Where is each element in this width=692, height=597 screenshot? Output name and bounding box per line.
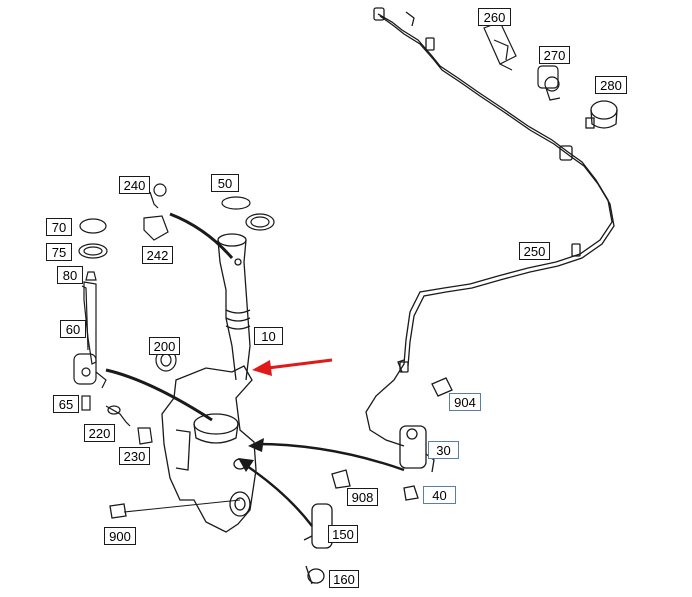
part-label-230[interactable]: 230 — [119, 447, 150, 465]
part-label-30[interactable]: 30 — [428, 441, 459, 459]
washer-fluid-reservoir — [161, 365, 257, 533]
part-label-270[interactable]: 270 — [539, 46, 570, 64]
clip-270 — [537, 65, 561, 101]
arrowhead-lower — [238, 458, 254, 472]
filler-neck — [217, 233, 251, 381]
clip-280 — [585, 100, 618, 129]
part-label-220[interactable]: 220 — [84, 424, 115, 442]
highlight-arrow — [252, 358, 333, 376]
wiring-harness — [365, 7, 615, 447]
part-label-75[interactable]: 75 — [46, 243, 72, 261]
part-label-260[interactable]: 260 — [478, 8, 511, 26]
leader-lines — [105, 212, 405, 527]
part-label-908[interactable]: 908 — [347, 488, 378, 506]
part-label-10[interactable]: 10 — [254, 327, 283, 345]
part-label-60[interactable]: 60 — [60, 320, 86, 338]
part-label-65[interactable]: 65 — [53, 395, 79, 413]
small-parts — [73, 183, 275, 445]
part-label-240[interactable]: 240 — [119, 176, 150, 194]
part-label-904[interactable]: 904 — [449, 393, 481, 411]
washer-pumps — [109, 377, 453, 585]
part-label-160[interactable]: 160 — [329, 570, 359, 588]
part-label-200[interactable]: 200 — [149, 337, 180, 355]
part-label-80[interactable]: 80 — [57, 266, 83, 284]
part-label-70[interactable]: 70 — [46, 218, 72, 236]
part-label-50[interactable]: 50 — [211, 174, 239, 192]
clip-260 — [483, 21, 517, 71]
part-label-250[interactable]: 250 — [519, 242, 550, 260]
part-label-242[interactable]: 242 — [142, 246, 173, 264]
arrowhead-upper — [248, 438, 264, 452]
part-label-900[interactable]: 900 — [104, 527, 136, 545]
part-label-280[interactable]: 280 — [595, 76, 627, 94]
part-label-40[interactable]: 40 — [423, 486, 456, 504]
part-label-150[interactable]: 150 — [328, 525, 358, 543]
